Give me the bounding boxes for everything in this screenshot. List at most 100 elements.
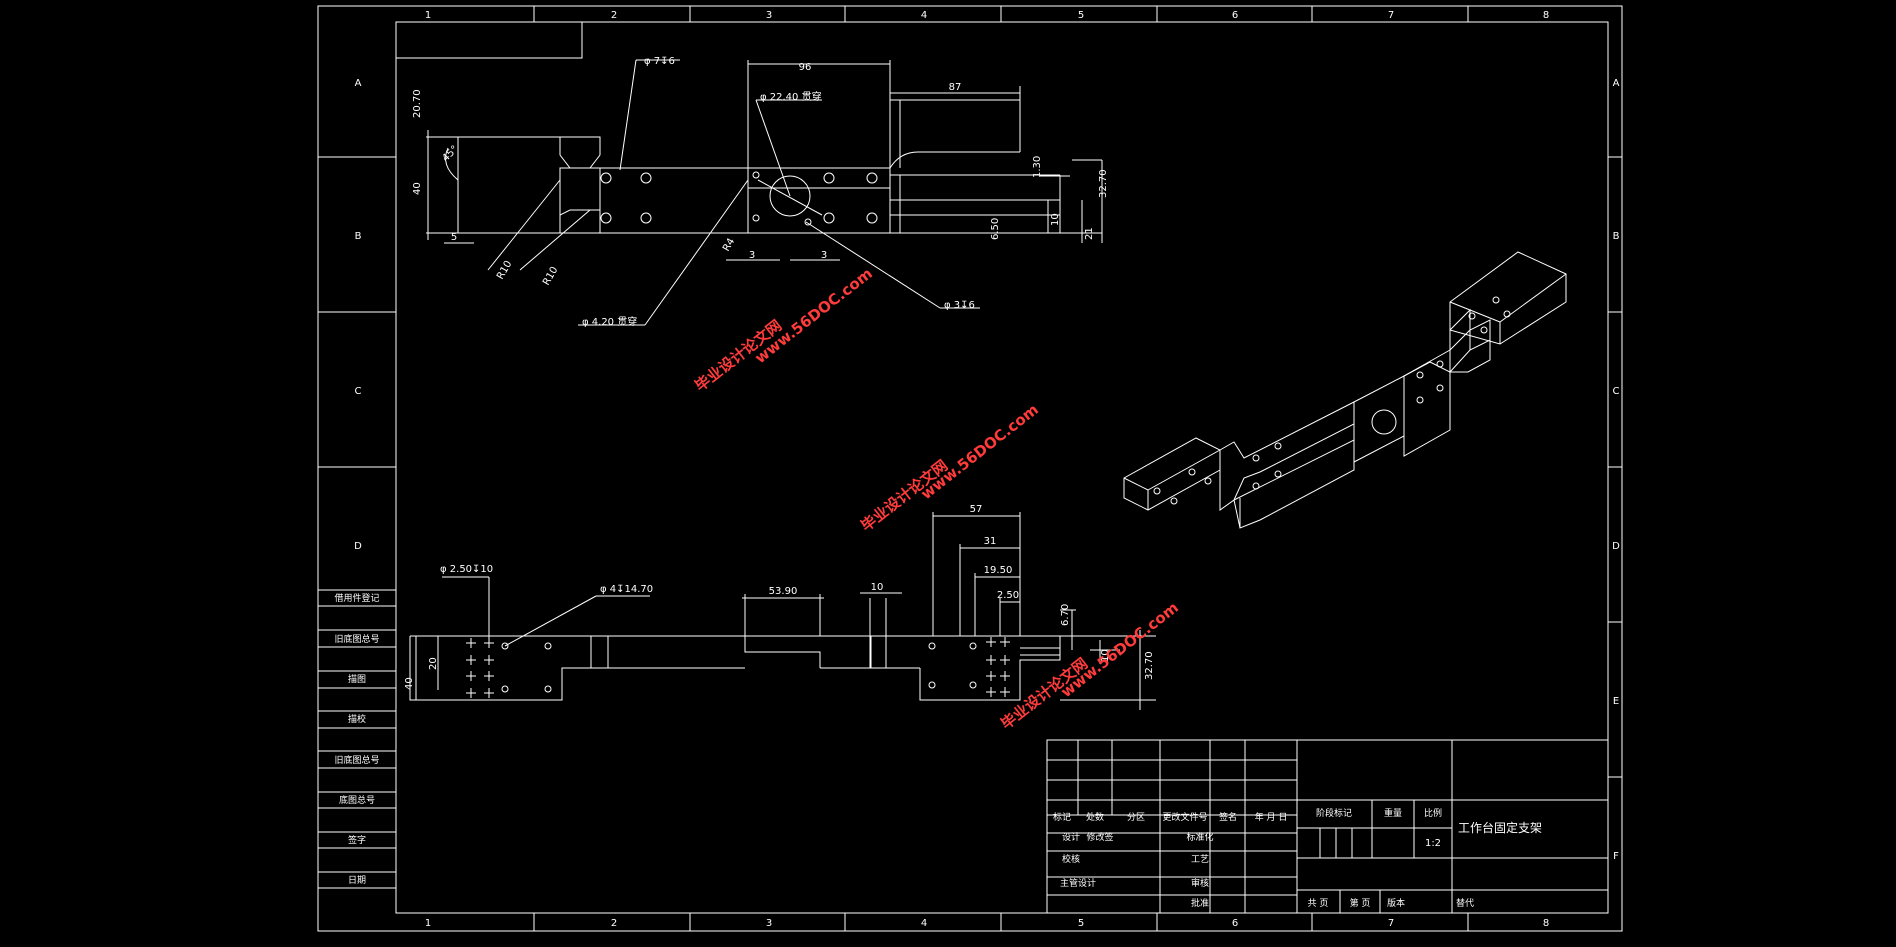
title-block-grid xyxy=(1046,739,1609,914)
watermarks: 毕业设计论文网 www.56DOC.com 毕业设计论文网 www.56DOC.… xyxy=(691,264,1181,733)
col-label: 6 xyxy=(1232,918,1238,929)
strip-label: 日期 xyxy=(348,875,366,886)
left-strip-table xyxy=(318,589,396,889)
row-labels-left: A B C D xyxy=(354,78,362,552)
row-label: C xyxy=(1613,386,1620,397)
col-label: 7 xyxy=(1388,918,1394,929)
row-label: A xyxy=(1613,78,1620,89)
title-block-text: 标记 处数 分区 更改文件号 签名 年 月 日 设计 修改签 标准化 校核 工艺… xyxy=(1053,807,1542,909)
front-view-crosshairs xyxy=(466,637,1010,698)
tb-scale-label: 比例 xyxy=(1424,807,1442,819)
row-label: E xyxy=(1613,696,1619,707)
strip-label: 底图总号 xyxy=(339,794,375,806)
dim-420: φ 4.20 贯穿 xyxy=(582,315,637,328)
dim-57: 57 xyxy=(970,504,983,515)
col-label: 1 xyxy=(425,918,431,929)
dim-330: φ 3↧6 xyxy=(944,300,975,311)
tb-part-name: 工作台固定支架 xyxy=(1458,820,1542,835)
watermark-line: www.56DOC.com xyxy=(917,400,1041,503)
dim-40: 40 xyxy=(412,182,423,195)
tb-replace: 替代 xyxy=(1456,897,1474,909)
strip-label: 描校 xyxy=(348,713,366,725)
strip-label: 旧底图总号 xyxy=(334,754,379,766)
top-view-holes xyxy=(600,171,878,226)
dim-10b: 10 xyxy=(1100,649,1111,662)
dim-2240: φ 22.40 贯穿 xyxy=(760,90,822,103)
tb-role: 设计 xyxy=(1062,831,1080,843)
col-label: 5 xyxy=(1078,918,1084,929)
row-label: D xyxy=(1612,541,1620,552)
strip-label: 描图 xyxy=(348,673,366,685)
col-label: 2 xyxy=(611,10,617,21)
tb-name: 修改签 xyxy=(1086,831,1113,843)
front-view-dimension-text: φ 2.50↧10 φ 4↧14.70 53.90 10 57 31 19.50… xyxy=(404,504,1155,690)
front-view-outline xyxy=(409,598,1061,701)
dim-250: φ 2.50↧10 xyxy=(440,564,493,575)
col-label: 7 xyxy=(1388,10,1394,21)
dim-r10a: R10 xyxy=(495,259,514,282)
outer-frame xyxy=(317,5,1623,932)
column-labels-top: 1 2 3 4 5 6 7 8 xyxy=(425,10,1549,21)
tb-header: 标记 xyxy=(1053,811,1071,823)
top-view-dimension-lines xyxy=(426,59,1103,326)
tb-role: 校核 xyxy=(1062,853,1080,865)
tb-header: 处数 xyxy=(1086,811,1104,823)
col-label: 4 xyxy=(921,918,927,929)
strip-label: 旧底图总号 xyxy=(334,633,379,645)
tb-std: 标准化 xyxy=(1186,831,1213,843)
row-dividers xyxy=(318,156,1622,778)
col-label: 8 xyxy=(1543,10,1549,21)
dim-31: 31 xyxy=(984,536,997,547)
dim-40: 40 xyxy=(404,677,415,690)
isometric-view xyxy=(1123,251,1567,529)
dim-87: 87 xyxy=(949,82,962,93)
dim-3b: 3 xyxy=(821,250,827,261)
tb-version: 版本 xyxy=(1387,897,1405,909)
col-label: 8 xyxy=(1543,918,1549,929)
inner-frame xyxy=(395,21,1609,914)
col-label: 3 xyxy=(766,918,772,929)
tb-header: 更改文件号 xyxy=(1162,811,1207,823)
top-view-outline xyxy=(457,99,1061,234)
row-label: F xyxy=(1613,851,1619,862)
tb-std: 批准 xyxy=(1191,897,1209,909)
row-label: C xyxy=(355,386,362,397)
dim-130: 1.30 xyxy=(1032,156,1043,178)
tb-std: 工艺 xyxy=(1191,854,1209,865)
dim-10: 10 xyxy=(871,582,884,593)
strip-label: 借用件登记 xyxy=(334,592,379,604)
tb-std: 审核 xyxy=(1191,877,1209,889)
dim-650: 6.50 xyxy=(990,218,1001,240)
front-view-holes xyxy=(501,642,977,693)
row-label: B xyxy=(355,231,362,242)
dim-5390: 53.90 xyxy=(769,586,798,597)
tb-sheet-no: 第 页 xyxy=(1350,897,1371,909)
col-label: 1 xyxy=(425,10,431,21)
front-view-dimension-lines xyxy=(410,512,1156,710)
strip-label: 签字 xyxy=(348,834,366,846)
col-label: 6 xyxy=(1232,10,1238,21)
column-dividers xyxy=(533,6,1469,931)
dim-2070: 20.70 xyxy=(412,89,423,118)
dim-1950: 19.50 xyxy=(984,565,1013,576)
dim-3270: 32.70 xyxy=(1144,651,1155,680)
col-label: 5 xyxy=(1078,10,1084,21)
dim-r10b: R10 xyxy=(541,265,560,288)
tb-header: 年 月 日 xyxy=(1255,811,1288,823)
row-labels-right: A B C D E F xyxy=(1612,78,1620,862)
dim-96: 96 xyxy=(799,62,812,73)
code-box xyxy=(396,22,583,59)
tb-role: 主管设计 xyxy=(1060,877,1096,889)
tb-header: 分区 xyxy=(1127,812,1145,823)
row-label: D xyxy=(354,541,362,552)
dim-670: 6.70 xyxy=(1060,604,1071,626)
dim-250b: 2.50 xyxy=(997,590,1019,601)
watermark-line: www.56DOC.com xyxy=(1057,598,1181,701)
tb-weight: 重量 xyxy=(1384,807,1402,819)
dim-3270: 32.70 xyxy=(1098,169,1109,198)
col-label: 3 xyxy=(766,10,772,21)
dim-5: 5 xyxy=(451,232,457,243)
row-label: A xyxy=(355,78,362,89)
left-strip-labels: 借用件登记 旧底图总号 描图 描校 旧底图总号 底图总号 签字 日期 xyxy=(334,592,379,886)
